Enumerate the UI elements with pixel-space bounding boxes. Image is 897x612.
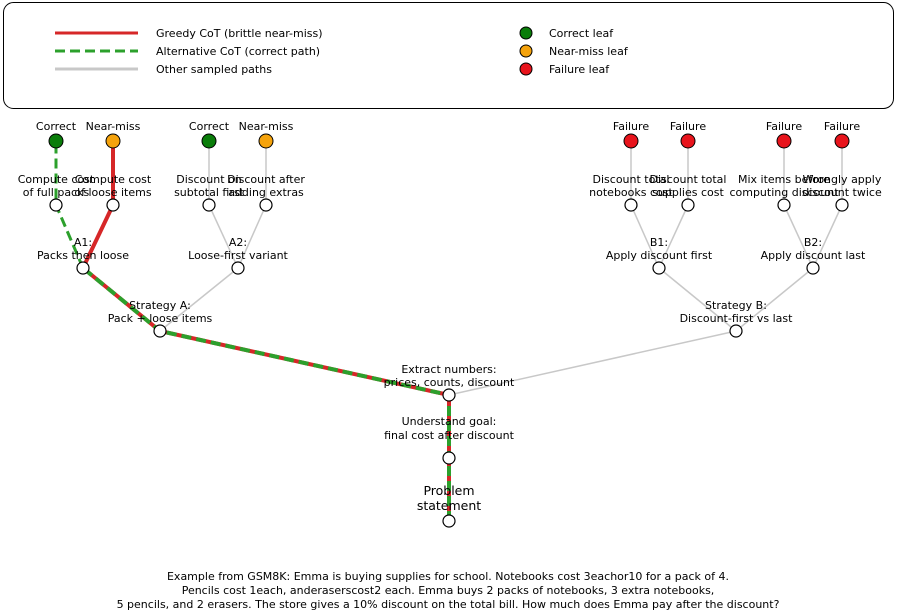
- leaf-nodes: [48, 133, 850, 149]
- b1-notebooks-label-line1: Discount total: [593, 173, 670, 186]
- leaf-label: Failure: [613, 120, 649, 133]
- understand-label-line1: Understand goal:: [402, 415, 497, 428]
- edge-b1-notebooks: [630, 204, 660, 269]
- extract-label-line1: Extract numbers:: [401, 363, 496, 376]
- b2-mix-label-line1: Mix items before: [738, 173, 830, 186]
- node-a2-after-extras: [259, 198, 273, 212]
- leaf-labels: Correct Near-miss Correct Near-miss Fail…: [36, 120, 860, 133]
- leaf-label: Failure: [824, 120, 860, 133]
- legend: Greedy CoT (brittle near-miss) Alternati…: [3, 2, 894, 109]
- leaf-label: Near-miss: [86, 120, 141, 133]
- a2-after-label-line2: adding extras: [228, 186, 304, 199]
- node-a1-full-packs: [49, 198, 63, 212]
- leaf-a1-full-correct: [48, 133, 64, 149]
- strategy-b-label-line1: Strategy B:: [705, 299, 767, 312]
- node-extract: [442, 388, 456, 402]
- node-b2: [806, 261, 820, 275]
- legend-correct-label: Correct leaf: [549, 27, 614, 40]
- root-label-line1: Problem: [423, 483, 474, 498]
- b2-label-line2: Apply discount last: [761, 249, 866, 262]
- leaf-label: Correct: [189, 120, 230, 133]
- edge-b1-supplies: [658, 204, 689, 269]
- node-understand: [442, 451, 456, 465]
- node-b2-mix: [777, 198, 791, 212]
- strategy-a-label-line1: Strategy A:: [129, 299, 191, 312]
- caption: Example from GSM8K: Emma is buying suppl…: [117, 570, 780, 611]
- node-b2-twice: [835, 198, 849, 212]
- node-b1-supplies: [681, 198, 695, 212]
- edge-strategy-b-b1: [658, 267, 737, 332]
- edge-strategy-b-b2: [735, 267, 814, 332]
- extract-label-line2: prices, counts, discount: [384, 376, 515, 389]
- leaf-label: Failure: [766, 120, 802, 133]
- leaf-label: Failure: [670, 120, 706, 133]
- caption-line1: Example from GSM8K: Emma is buying suppl…: [167, 570, 729, 583]
- b1-supplies-label-line1: Discount total: [650, 173, 727, 186]
- caption-line2: Pencils cost 1each, anderaserscost2 each…: [182, 584, 715, 597]
- legend-near-miss-marker: [519, 44, 533, 58]
- b1-label-line2: Apply discount first: [606, 249, 713, 262]
- leaf-a2-after-near-miss: [258, 133, 274, 149]
- leaf-label: Near-miss: [239, 120, 294, 133]
- node-strategy-b: [729, 324, 743, 338]
- legend-correct-marker: [519, 26, 533, 40]
- b2-label-line1: B2:: [804, 236, 822, 249]
- root-label-line2: statement: [417, 498, 481, 513]
- legend-near-miss-label: Near-miss leaf: [549, 45, 629, 58]
- edge-strategy-a-a2: [159, 267, 239, 332]
- leaf-a2-first-correct: [201, 133, 217, 149]
- leaf-a1-loose-near-miss: [105, 133, 121, 149]
- node-strategy-a: [153, 324, 167, 338]
- b1-notebooks-label-line2: notebooks cost: [589, 186, 673, 199]
- leaf-b1-notebooks-failure: [623, 133, 639, 149]
- edge-a2-first: [208, 204, 239, 269]
- legend-greedy-label: Greedy CoT (brittle near-miss): [156, 27, 323, 40]
- leaf-b2-mix-failure: [776, 133, 792, 149]
- node-root: [442, 514, 456, 528]
- a2-first-label-line2: subtotal first: [174, 186, 245, 199]
- node-a2-subtotal-first: [202, 198, 216, 212]
- b2-twice-label-line1: Wrongly apply: [803, 173, 882, 186]
- edge-b2-twice: [812, 204, 843, 269]
- internal-nodes: [49, 198, 849, 528]
- legend-alternative-label: Alternative CoT (correct path): [156, 45, 320, 58]
- b2-twice-label-line2: discount twice: [802, 186, 882, 199]
- a1-label-line1: A1:: [74, 236, 92, 249]
- node-labels: Problem statement Understand goal: final…: [18, 173, 882, 513]
- legend-other-label: Other sampled paths: [156, 63, 272, 76]
- edge-extract-strategy-b: [448, 330, 737, 396]
- b1-label-line1: B1:: [650, 236, 668, 249]
- b1-supplies-label-line2: supplies cost: [652, 186, 724, 199]
- node-a2: [231, 261, 245, 275]
- edge-b2-mix: [783, 204, 814, 269]
- caption-line3: 5 pencils, and 2 erasers. The store give…: [117, 598, 780, 611]
- edge-a2-after: [237, 204, 267, 269]
- leaf-b2-twice-failure: [834, 133, 850, 149]
- legend-failure-marker: [519, 62, 533, 76]
- strategy-b-label-line2: Discount-first vs last: [680, 312, 794, 325]
- legend-failure-label: Failure leaf: [549, 63, 610, 76]
- a1-full-label-line2: of full packs: [23, 186, 90, 199]
- a2-after-label-line1: Discount after: [227, 173, 305, 186]
- node-b1-notebooks: [624, 198, 638, 212]
- a2-first-label-line1: Discount on: [176, 173, 242, 186]
- legend-frame: [3, 2, 894, 109]
- a2-label-line2: Loose-first variant: [188, 249, 288, 262]
- strategy-a-label-line2: Pack + loose items: [108, 312, 213, 325]
- node-b1: [652, 261, 666, 275]
- understand-label-line2: final cost after discount: [384, 429, 515, 442]
- leaf-label: Correct: [36, 120, 77, 133]
- other-paths: [159, 141, 843, 396]
- a2-label-line1: A2:: [229, 236, 247, 249]
- a1-label-line2: Packs then loose: [37, 249, 129, 262]
- a1-loose-label-line1: Compute cost: [75, 173, 152, 186]
- node-a1-loose-items: [106, 198, 120, 212]
- leaf-b1-supplies-failure: [680, 133, 696, 149]
- node-a1: [76, 261, 90, 275]
- a1-full-label-line1: Compute cost: [18, 173, 95, 186]
- b2-mix-label-line2: computing discount: [729, 186, 839, 199]
- a1-loose-label-line2: of loose items: [74, 186, 151, 199]
